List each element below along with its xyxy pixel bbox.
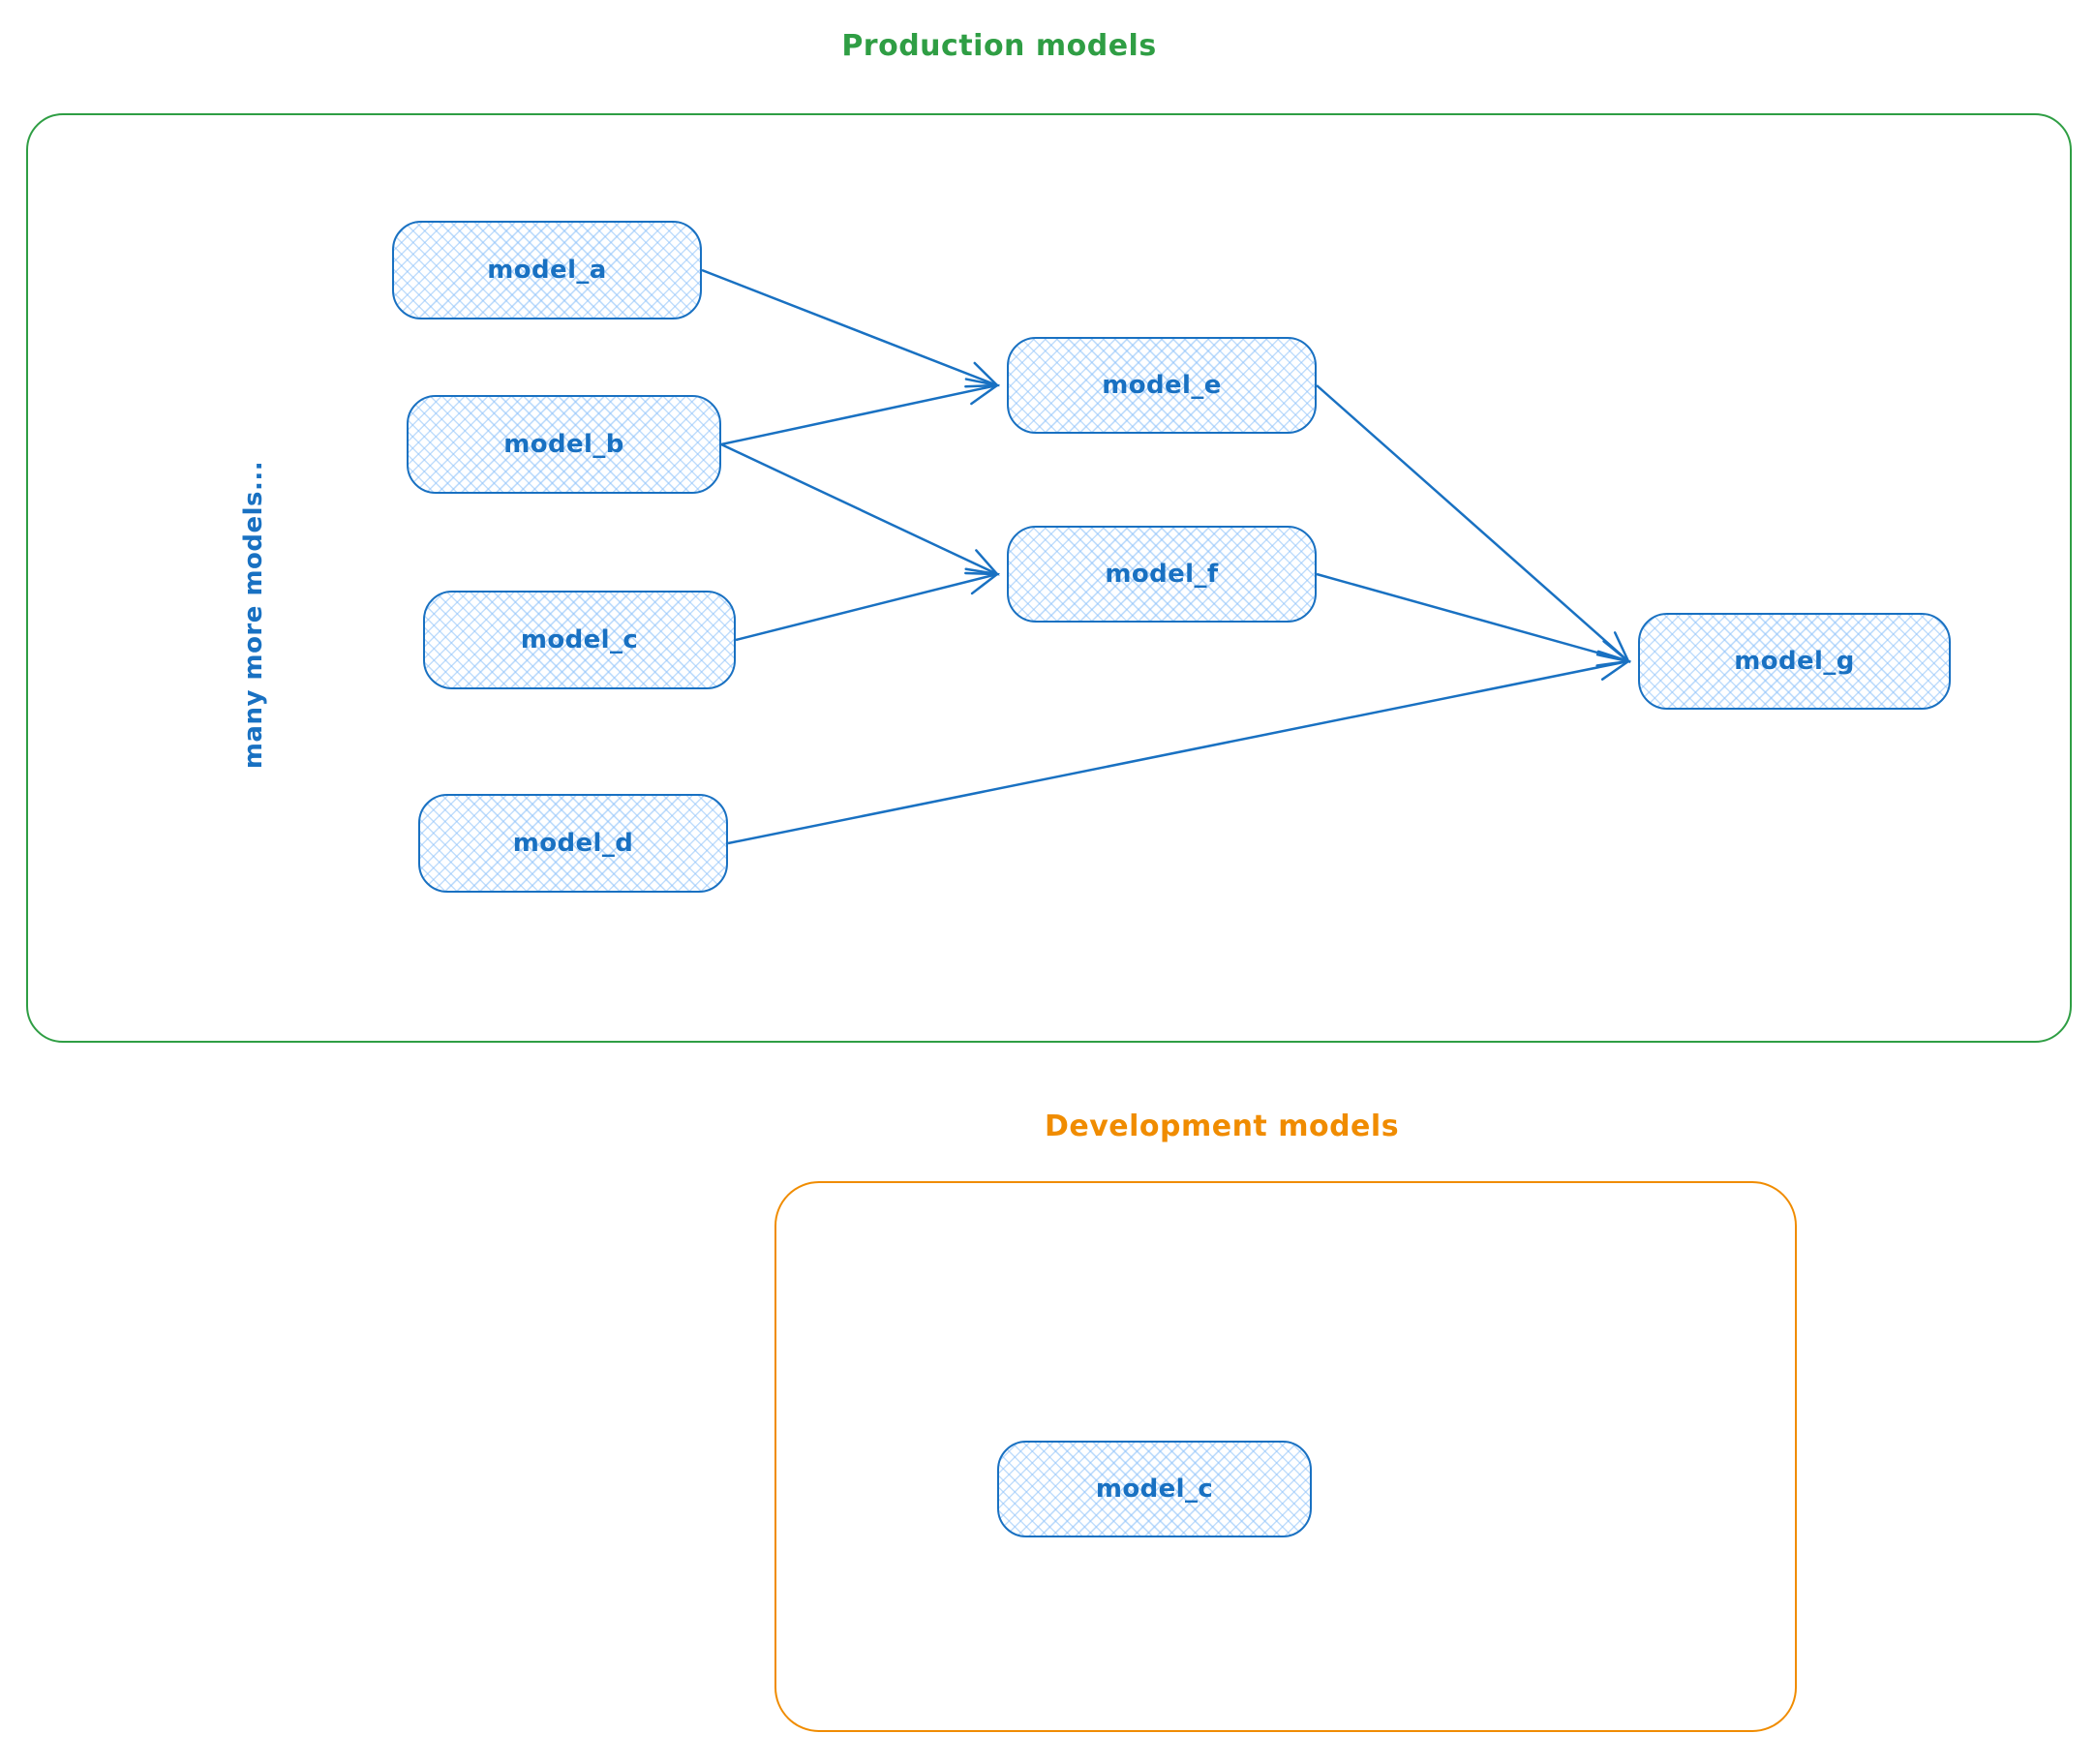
node-model_d-label: model_d: [512, 829, 634, 858]
node-model_g-label: model_g: [1734, 647, 1855, 676]
node-model_b-label: model_b: [503, 430, 624, 459]
node-model_c-dev: model_c: [997, 1441, 1312, 1537]
development-section-title: Development models: [1044, 1110, 1400, 1143]
node-model_b: model_b: [407, 395, 721, 494]
node-model_f-label: model_f: [1105, 560, 1219, 589]
node-model_g: model_g: [1638, 613, 1951, 710]
node-model_c: model_c: [423, 591, 736, 689]
many-more-models-note: many more models...: [239, 460, 268, 770]
production-frame: [26, 113, 2072, 1043]
node-model_a-label: model_a: [487, 256, 607, 285]
node-model_c-dev-label: model_c: [1095, 1475, 1214, 1504]
node-model_d: model_d: [418, 794, 728, 893]
node-model_c-label: model_c: [520, 625, 639, 654]
node-model_f: model_f: [1007, 526, 1317, 623]
node-model_e: model_e: [1007, 337, 1317, 434]
node-model_a: model_a: [392, 221, 702, 319]
development-frame: [774, 1181, 1797, 1732]
node-model_e-label: model_e: [1102, 371, 1222, 400]
production-section-title: Production models: [841, 29, 1157, 63]
